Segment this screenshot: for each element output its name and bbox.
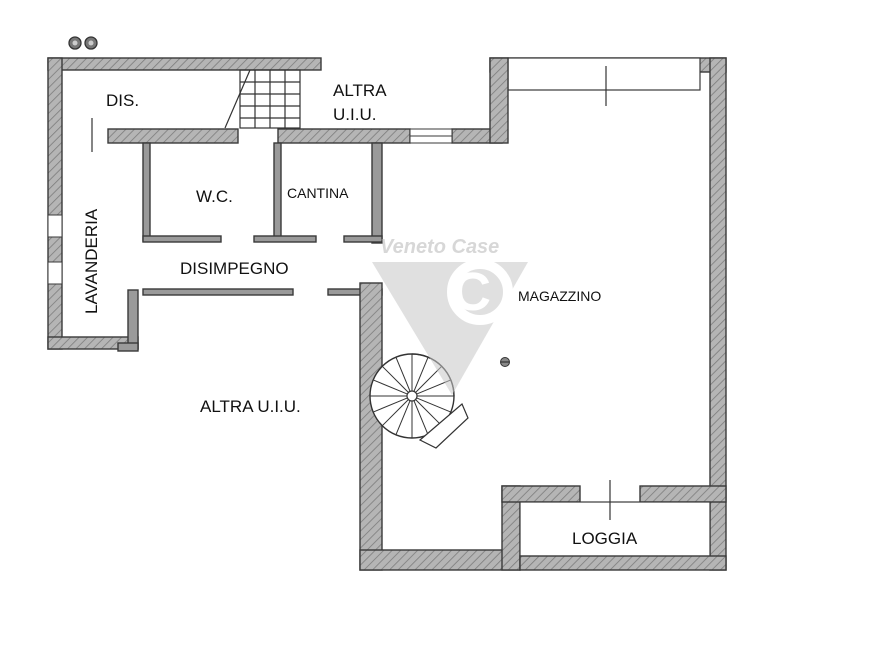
room-label-lavanderia: LAVANDERIA	[82, 208, 101, 314]
spiral-step	[413, 400, 429, 435]
room-label-altra-uiu-top-1: ALTRA	[333, 81, 387, 100]
left-wing-walls	[47, 57, 503, 352]
room-label-wc: W.C.	[196, 187, 233, 206]
spiral-step	[381, 399, 409, 427]
room-label-loggia: LOGGIA	[572, 529, 638, 548]
stair-flight	[224, 69, 301, 129]
spiral-step	[381, 365, 409, 393]
spiral-step	[373, 397, 408, 413]
room-label-altra-uiu-bottom: ALTRA U.I.U.	[200, 397, 301, 416]
watermark-letter: C	[452, 262, 491, 322]
room-label-disimpegno: DISIMPEGNO	[180, 259, 289, 278]
room-label-altra-uiu-top-2: U.I.U.	[333, 105, 376, 124]
spiral-step	[395, 357, 411, 392]
floor-drain-icon	[500, 357, 510, 367]
room-label-cantina: CANTINA	[287, 185, 349, 201]
spiral-step	[415, 365, 443, 393]
spiral-step	[395, 400, 411, 435]
spiral-step	[373, 379, 408, 395]
spiral-step	[413, 357, 429, 392]
room-label-dis: DIS.	[106, 91, 139, 110]
watermark-logo: C Veneto Case	[372, 236, 528, 395]
orientation-symbol	[68, 36, 98, 50]
spiral-step	[416, 397, 451, 413]
magazzino-walls	[359, 57, 727, 571]
spiral-step	[415, 399, 443, 427]
room-label-magazzino: MAGAZZINO	[518, 288, 601, 304]
watermark-text: Veneto Case	[380, 236, 499, 258]
